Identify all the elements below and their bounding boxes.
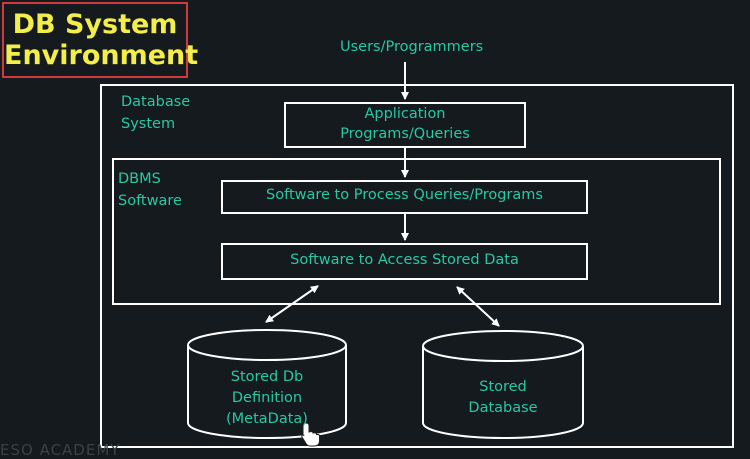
hand-cursor-icon: [301, 422, 320, 447]
dbms-label-line2: Software: [118, 193, 182, 209]
process-queries-label: Software to Process Queries/Programs: [266, 187, 543, 203]
slide-title-line2: Environment: [4, 40, 199, 71]
dbms-label-line1: DBMS: [118, 171, 161, 187]
slide-title-line1: DB System: [12, 9, 178, 40]
database-cylinder: [422, 330, 584, 439]
database-system-box: [100, 84, 734, 448]
access-data-label: Software to Access Stored Data: [290, 252, 519, 268]
arrow-access-metadata: [265, 285, 319, 323]
database-system-label-line2: System: [121, 116, 176, 132]
watermark-text: ESO ACADEMY: [0, 441, 121, 459]
arrow-access-database: [456, 286, 500, 327]
database-system-label-line1: Database: [121, 94, 191, 110]
access-data-box: [221, 243, 588, 280]
metadata-label-line1: Stored Db: [230, 369, 304, 385]
metadata-cylinder: [187, 329, 347, 439]
application-label-line1: Application: [364, 106, 446, 122]
application-label-line2: Programs/Queries: [340, 126, 470, 142]
metadata-label-line2: Definition: [231, 390, 303, 406]
slide-title: DB System Environment: [2, 2, 199, 78]
dbms-software-box: [112, 158, 721, 305]
users-programmers-label: Users/Programmers: [340, 39, 484, 55]
metadata-label-line3: (MetaData): [226, 411, 308, 427]
database-label-line1: Stored: [479, 379, 527, 395]
database-label-line2: Database: [468, 400, 538, 416]
